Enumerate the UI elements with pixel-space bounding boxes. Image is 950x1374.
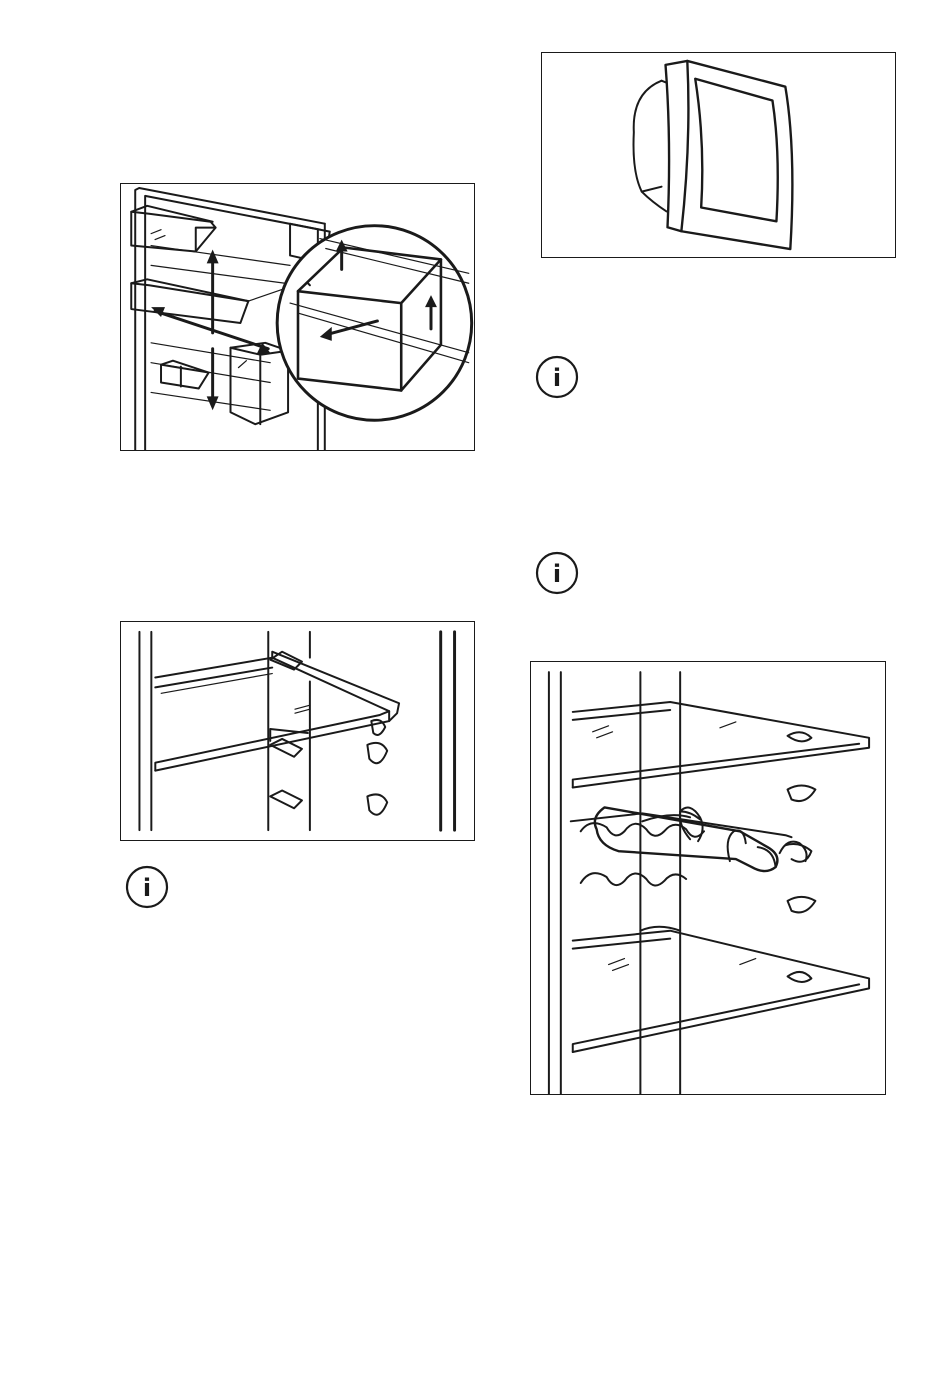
bottle-rack-illustration [531, 662, 885, 1094]
bottle-rack-figure [530, 661, 886, 1095]
lid-flap-illustration [542, 53, 895, 257]
svg-text:i: i [553, 560, 561, 588]
glass-shelf-illustration [121, 622, 474, 840]
lid-flap-figure [541, 52, 896, 258]
door-balcony-removal-illustration [121, 184, 474, 450]
door-balcony-figure [120, 183, 475, 451]
info-icon: i [125, 865, 169, 909]
glass-shelf-figure [120, 621, 475, 841]
svg-text:i: i [553, 364, 561, 392]
info-icon: i [535, 551, 579, 595]
svg-text:i: i [143, 874, 151, 902]
info-icon: i [535, 355, 579, 399]
